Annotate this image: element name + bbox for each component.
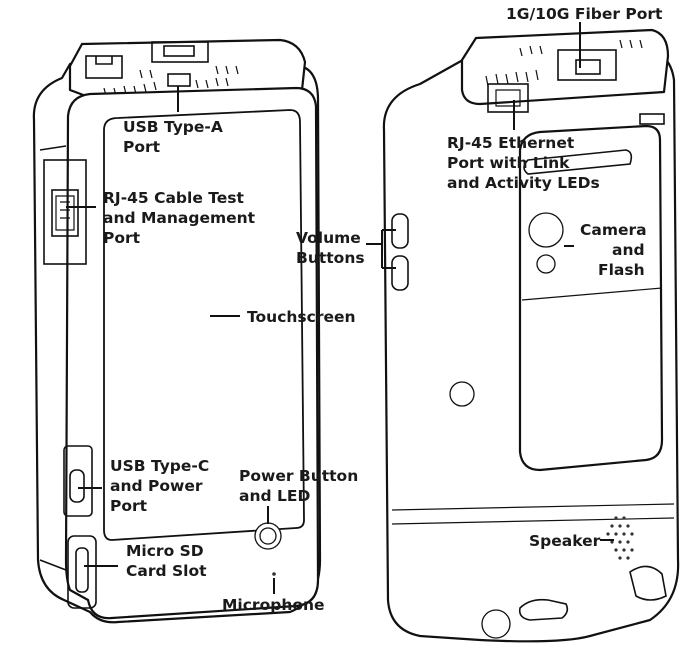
label-usb-a-line2: Port — [123, 138, 161, 156]
label-camera-line3: Flash — [598, 261, 645, 279]
back-seam-lower — [391, 503, 675, 511]
back-panel — [518, 124, 664, 472]
touchscreen — [103, 109, 305, 541]
label-rj45-test-line2: and Management — [103, 209, 256, 227]
label-usb-c-line2: and Power — [110, 477, 203, 495]
front-top-port-fiber — [151, 41, 209, 63]
label-power-line1: Power Button — [239, 467, 358, 485]
back-window-slot — [523, 149, 633, 175]
label-usb-c-line1: USB Type-C — [110, 457, 209, 475]
label-camera-line2: and — [612, 241, 645, 259]
front-top-port-left — [85, 55, 123, 79]
back-foot-left — [481, 609, 511, 639]
microphone-hole — [272, 572, 276, 576]
back-side-screw — [449, 381, 475, 407]
back-seam-upper — [521, 287, 663, 301]
leader-volume — [366, 229, 396, 269]
rj45-test-port — [51, 189, 79, 237]
front-sd-recess — [67, 535, 97, 609]
label-rj45-eth-line2: Port with Link — [447, 154, 570, 172]
back-device — [382, 28, 680, 643]
rj45-test-port-pins — [55, 195, 75, 231]
back-foot-right — [629, 565, 667, 601]
back-rj45-port-inner — [495, 89, 521, 107]
back-fiber-port — [557, 49, 617, 81]
label-fiber-port: 1G/10G Fiber Port — [506, 5, 663, 23]
label-rj45-eth-line3: and Activity LEDs — [447, 174, 600, 192]
label-camera-line1: Camera — [580, 221, 647, 239]
label-rj45-eth-line1: RJ-45 Ethernet — [447, 134, 575, 152]
label-power-line2: and LED — [239, 487, 310, 505]
usb-c-port — [69, 469, 85, 503]
label-microphone: Microphone — [222, 596, 325, 614]
label-usb-a-line1: USB Type-A — [123, 118, 223, 136]
labels: 1G/10G Fiber Port USB Type-A Port RJ-45 … — [103, 5, 663, 614]
front-usb-c-recess — [63, 445, 93, 517]
label-sd-line1: Micro SD — [126, 542, 204, 560]
front-device — [32, 38, 322, 624]
power-led — [259, 527, 277, 545]
camera-lens — [528, 212, 564, 248]
camera-flash — [536, 254, 556, 274]
label-speaker: Speaker — [529, 532, 601, 550]
label-touchscreen: Touchscreen — [247, 308, 356, 326]
micro-sd-slot — [75, 547, 89, 593]
front-side-edges — [39, 145, 67, 571]
label-usb-c-line3: Port — [110, 497, 148, 515]
back-lanyard-loop — [518, 598, 569, 621]
back-rj45-port — [487, 83, 529, 113]
label-volume-line1: Volume — [296, 229, 361, 247]
back-top-cap — [460, 28, 670, 106]
label-rj45-test-line3: Port — [103, 229, 141, 247]
leader-lines — [66, 22, 614, 594]
volume-down-button — [391, 255, 409, 291]
label-rj45-test-line1: RJ-45 Cable Test — [103, 189, 245, 207]
speaker-grill — [606, 516, 634, 560]
label-volume-line2: Buttons — [296, 249, 365, 267]
back-fiber-port-inner — [575, 59, 601, 75]
front-top-port-left-inner — [95, 56, 113, 65]
label-sd-line2: Card Slot — [126, 562, 207, 580]
back-seam-lower-2 — [391, 517, 675, 525]
back-side-clip — [639, 113, 665, 125]
front-top-cap — [68, 38, 307, 98]
front-top-port-fiber-inner — [163, 45, 195, 57]
front-side-port-recess — [43, 159, 87, 265]
